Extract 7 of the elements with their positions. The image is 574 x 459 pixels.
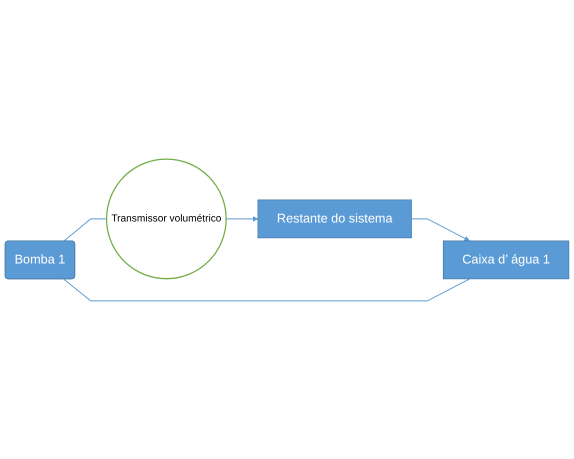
node-box: Caixa d’ água 1	[442, 240, 570, 279]
node-circle: Transmissor volumétrico	[106, 158, 227, 279]
arrow	[226, 216, 258, 222]
node-box: Restante do sistema	[258, 199, 412, 238]
arrow	[411, 218, 470, 241]
connector	[63, 278, 470, 301]
connector	[63, 218, 108, 242]
